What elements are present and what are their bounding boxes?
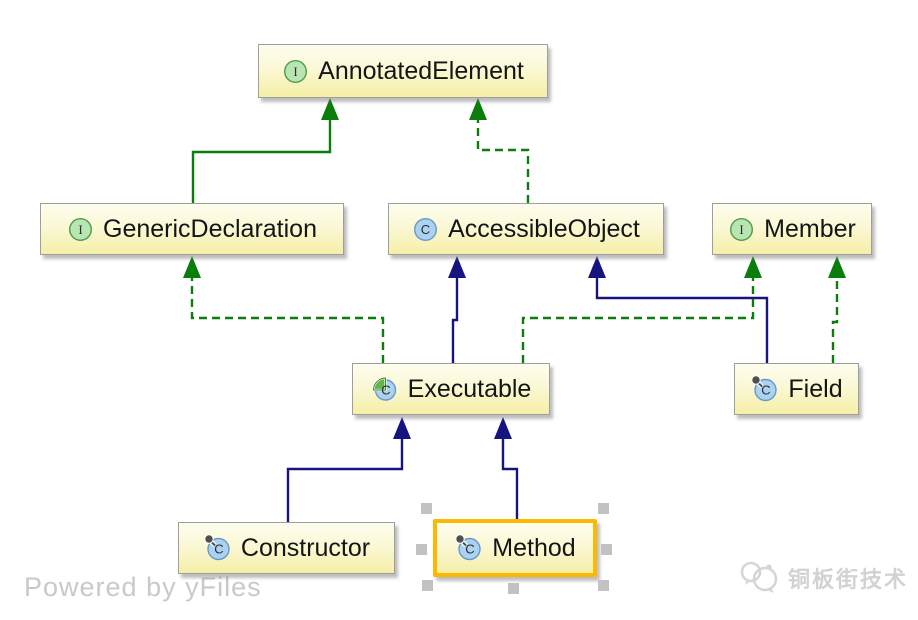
edge-executable-extends-accessibleobject[interactable] (448, 256, 466, 363)
node-label: AnnotatedElement (318, 56, 524, 85)
svg-text:C: C (381, 382, 390, 397)
node-generic-declaration[interactable]: I GenericDeclaration (40, 203, 344, 255)
interface-icon: I (282, 58, 309, 85)
svg-text:C: C (214, 542, 223, 557)
edge-genericdeclaration-extends-annotatedelement[interactable] (191, 98, 339, 203)
node-member[interactable]: I Member (712, 203, 872, 255)
edge-executable-implements-genericdeclaration[interactable] (183, 256, 385, 363)
brand-text: 铜板街技术 (788, 567, 909, 592)
edge-field-implements-member[interactable] (828, 256, 846, 363)
selection-handle-bottom-right[interactable] (598, 580, 609, 591)
final-class-icon: C (203, 534, 232, 562)
edge-field-extends-accessibleobject[interactable] (588, 256, 769, 363)
final-class-icon: C (750, 375, 779, 403)
selection-handle-top-left[interactable] (421, 503, 432, 514)
selection-handle-top-right[interactable] (598, 503, 609, 514)
selection-handle-mid-left[interactable] (416, 544, 427, 555)
svg-text:C: C (762, 383, 771, 398)
node-field[interactable]: C Field (734, 363, 859, 415)
svg-text:C: C (421, 222, 430, 237)
node-label: AccessibleObject (448, 214, 640, 243)
selection-handle-mid-right[interactable] (601, 544, 612, 555)
node-label: Method (492, 533, 576, 562)
node-label: GenericDeclaration (103, 214, 317, 243)
interface-icon: I (728, 216, 755, 243)
node-label: Executable (407, 374, 532, 403)
node-accessible-object[interactable]: C AccessibleObject (388, 203, 664, 255)
node-constructor[interactable]: C Constructor (178, 522, 395, 574)
interface-icon: I (67, 216, 94, 243)
final-class-icon: C (454, 534, 483, 562)
svg-text:C: C (466, 542, 475, 557)
brand-bubbles-icon (738, 558, 782, 598)
edge-executable-implements-member[interactable] (521, 256, 762, 363)
node-label: Member (764, 214, 856, 243)
selection-handle-bottom-left[interactable] (422, 580, 433, 591)
svg-text:I: I (739, 222, 743, 237)
node-executable[interactable]: C Executable (352, 363, 550, 415)
node-method[interactable]: C Method (433, 519, 597, 577)
abstract-class-icon: C (371, 376, 399, 403)
class-icon: C (412, 216, 439, 243)
edge-method-extends-executable[interactable] (494, 417, 519, 520)
node-annotated-element[interactable]: I AnnotatedElement (258, 44, 548, 98)
brand-watermark: 铜板街技术 (738, 558, 908, 598)
selection-handle-bottom-center[interactable] (508, 583, 519, 594)
svg-text:I: I (78, 222, 82, 237)
node-label: Constructor (240, 533, 371, 562)
edge-accessibleobject-implements-annotatedelement[interactable] (469, 98, 530, 203)
node-label: Field (788, 374, 843, 403)
edge-constructor-extends-executable[interactable] (286, 417, 411, 522)
powered-by-yfiles-watermark: Powered by yFiles (24, 572, 262, 602)
svg-text:I: I (293, 64, 297, 79)
